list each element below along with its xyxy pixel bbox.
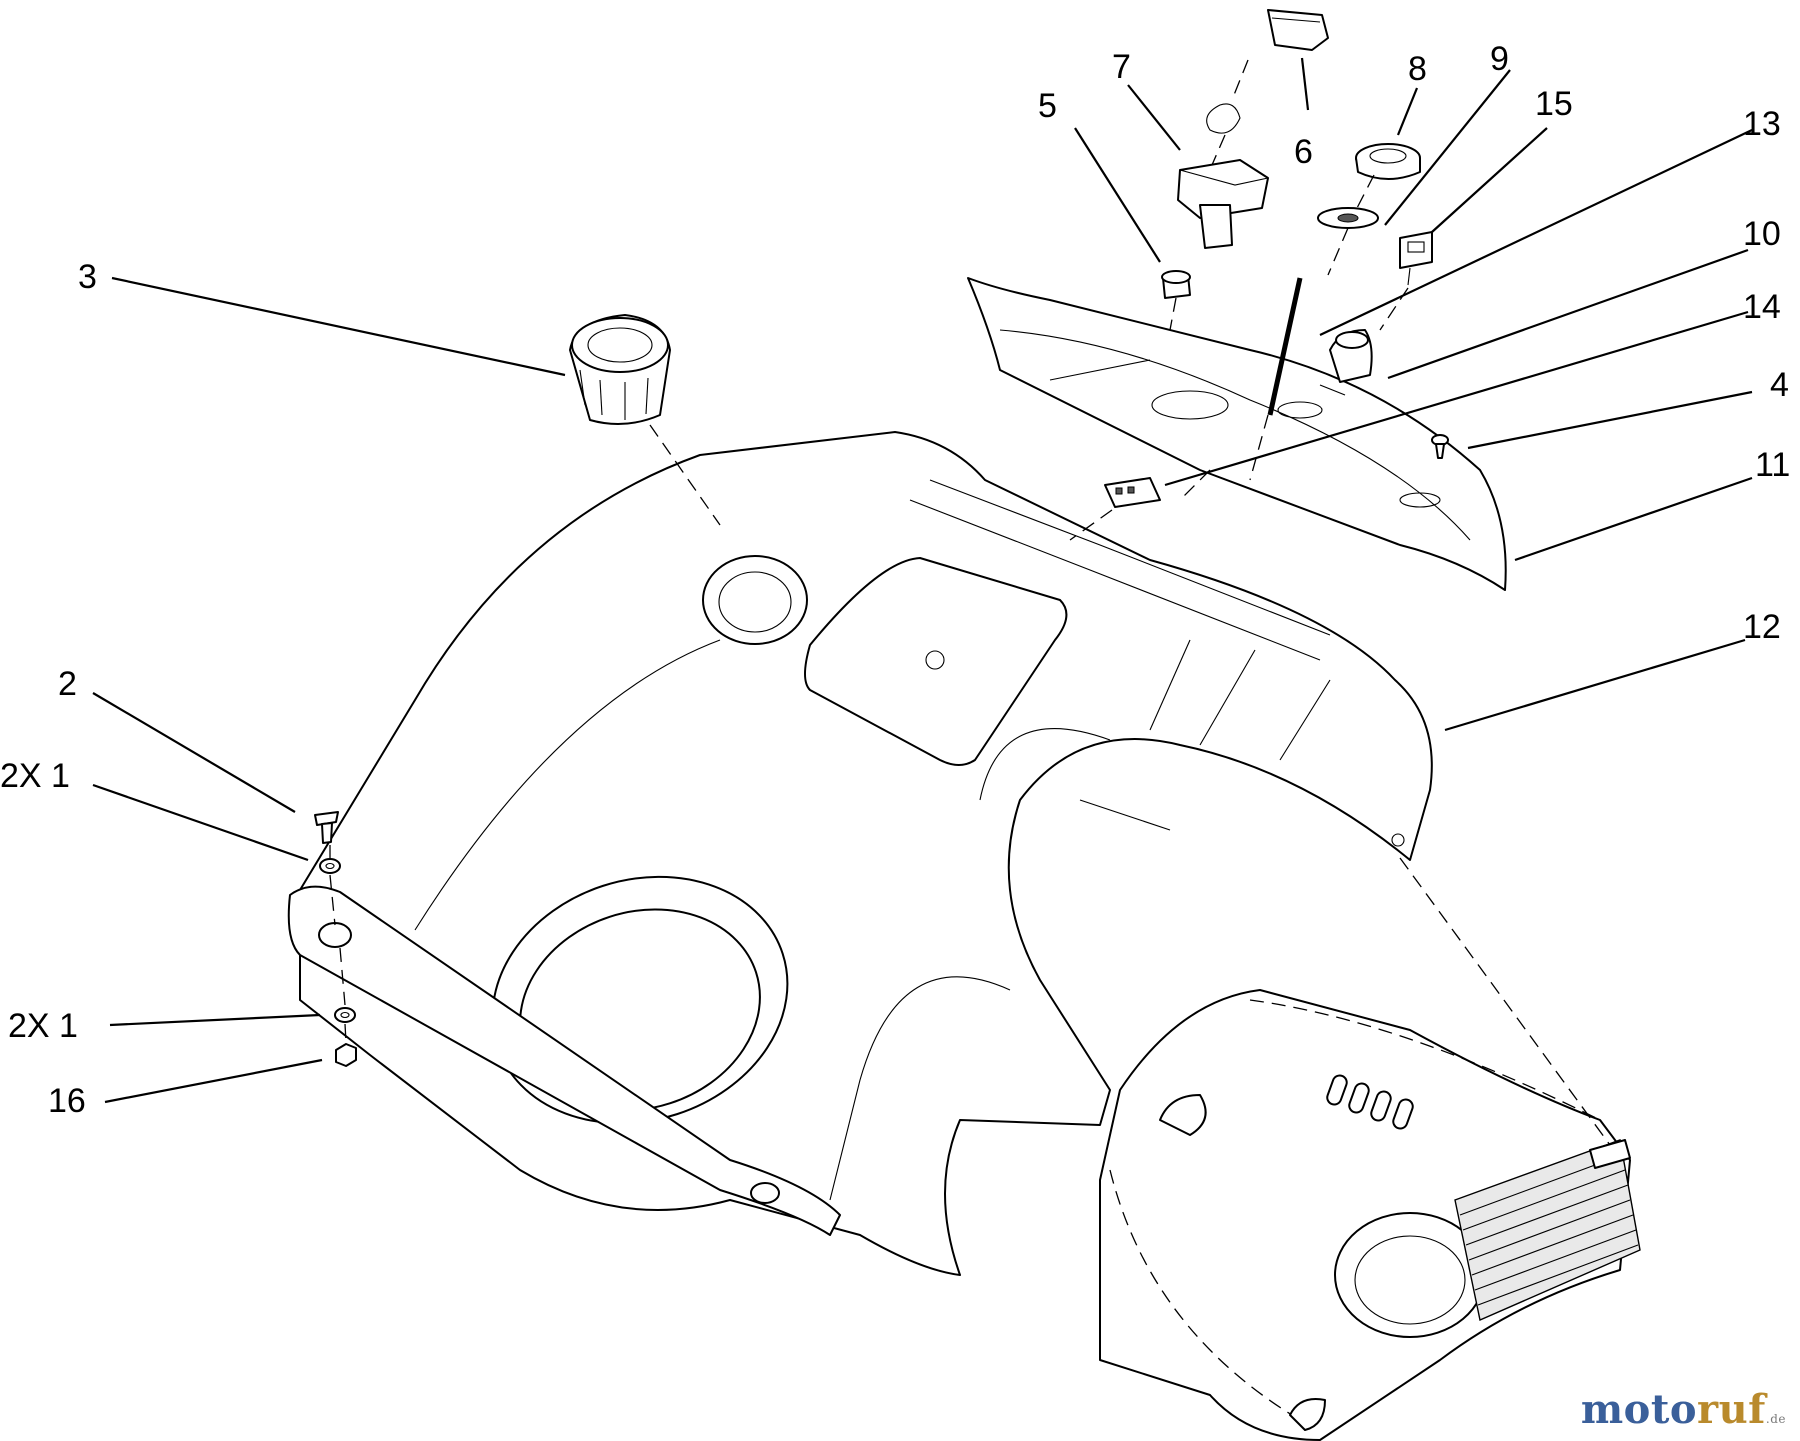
callout-12: 12 bbox=[1743, 608, 1781, 646]
fuel-cap-part bbox=[569, 314, 671, 425]
washer-bottom-part bbox=[334, 1007, 356, 1023]
callout-9: 9 bbox=[1490, 40, 1509, 78]
cooling-grille bbox=[1454, 1139, 1641, 1321]
watermark-main: moto bbox=[1580, 1386, 1698, 1433]
watermark-accent: ruf bbox=[1697, 1386, 1766, 1433]
callout-13: 13 bbox=[1743, 105, 1781, 143]
choke-knob-part bbox=[1177, 103, 1269, 249]
connector-part bbox=[1104, 477, 1161, 508]
callout-8: 8 bbox=[1408, 50, 1427, 88]
callout-6: 6 bbox=[1294, 133, 1313, 171]
callout-labels: 3 5 7 6 8 9 15 13 10 14 4 11 12 2 2X 1 2… bbox=[0, 40, 1790, 1120]
washer-top-part bbox=[319, 858, 341, 874]
callout-7: 7 bbox=[1112, 48, 1131, 86]
bolt-part bbox=[314, 811, 339, 844]
key-cap-part bbox=[1267, 9, 1329, 51]
callout-14: 14 bbox=[1743, 288, 1781, 326]
socket-part bbox=[1319, 329, 1373, 396]
callout-11: 11 bbox=[1755, 446, 1790, 484]
control-panel-part bbox=[967, 277, 1507, 591]
screw-part bbox=[1431, 434, 1449, 459]
primer-bulb-part bbox=[1355, 143, 1421, 180]
nut-part bbox=[335, 1043, 357, 1067]
grommet-part bbox=[1161, 270, 1191, 299]
callout-10: 10 bbox=[1743, 215, 1781, 253]
leader-lines bbox=[92, 57, 1753, 1104]
callout-1-qty-top: 2X 1 bbox=[0, 757, 70, 795]
watermark-logo: motoruf.de bbox=[1581, 1386, 1786, 1433]
callout-4: 4 bbox=[1770, 366, 1789, 404]
front-flange-part bbox=[287, 885, 841, 1236]
callout-3: 3 bbox=[78, 258, 97, 296]
engine-shroud-part bbox=[1099, 989, 1641, 1441]
rod-part bbox=[1267, 277, 1303, 416]
callout-5: 5 bbox=[1038, 87, 1057, 125]
watermark-tld: .de bbox=[1765, 1412, 1786, 1426]
primer-base-part bbox=[1317, 207, 1379, 229]
callout-16: 16 bbox=[48, 1082, 86, 1120]
callout-15: 15 bbox=[1535, 85, 1573, 123]
callout-2: 2 bbox=[58, 665, 77, 703]
key-switch-part bbox=[1399, 231, 1433, 286]
callout-1-qty-bottom: 2X 1 bbox=[8, 1007, 78, 1045]
